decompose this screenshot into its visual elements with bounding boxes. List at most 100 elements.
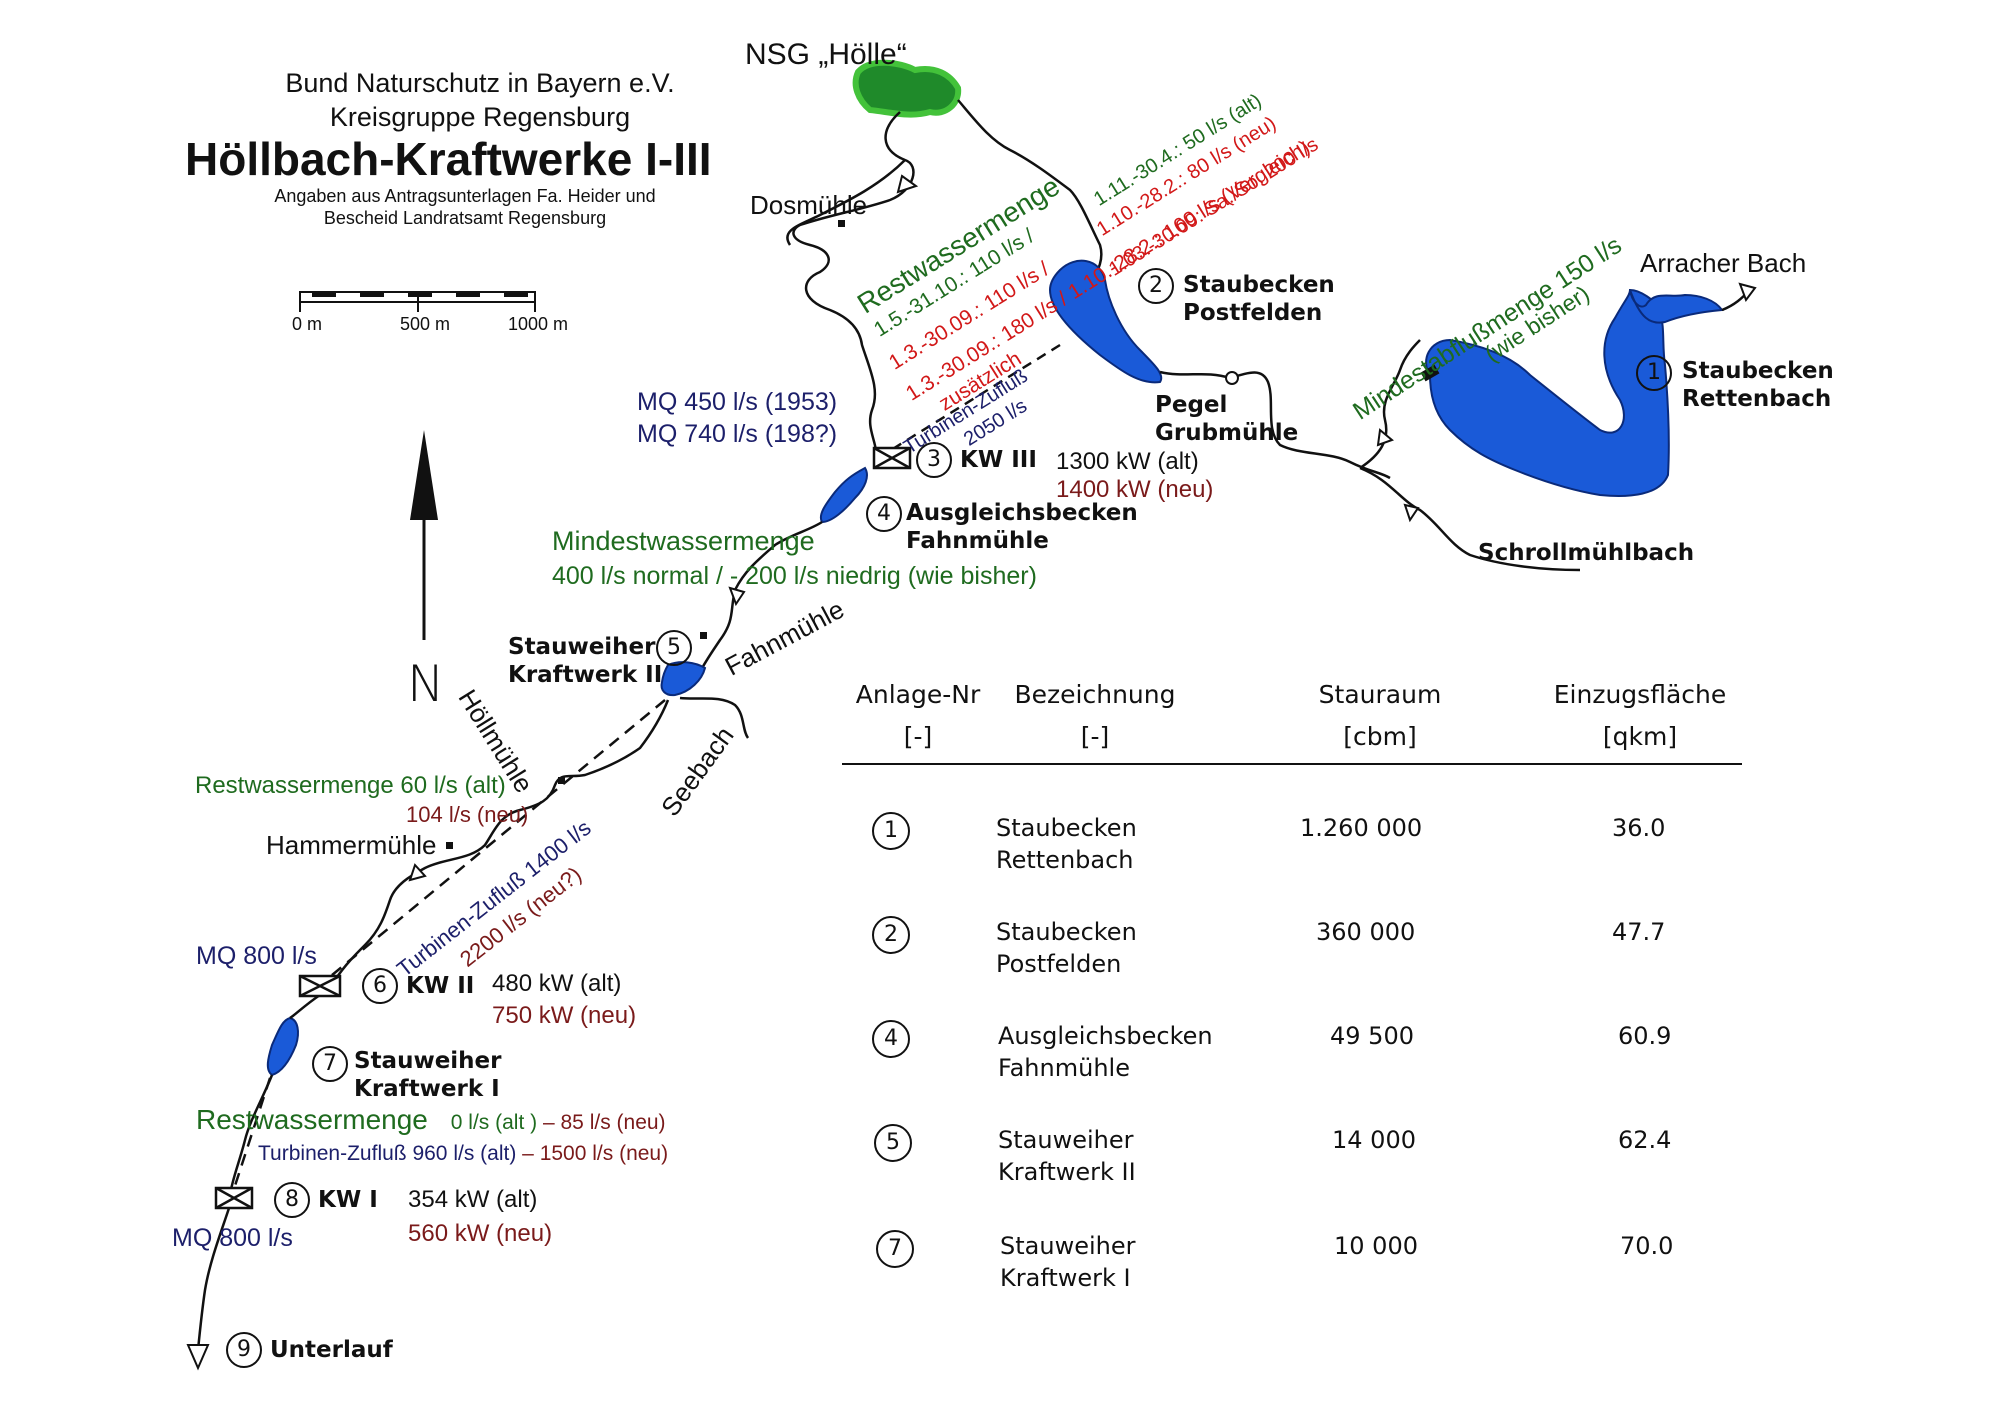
row-bezeichnung-1: Stauweiher xyxy=(1000,1232,1136,1260)
kw1-symbol xyxy=(214,1186,254,1210)
turbinen-kw1-sep: – xyxy=(516,1142,540,1165)
station-number: 4 xyxy=(866,496,902,532)
table-row: 7 xyxy=(876,1230,922,1268)
restwasser-mid-line2: 104 l/s (neu) xyxy=(406,802,529,827)
stauweiher-kw2-water xyxy=(660,661,707,697)
river-seebach xyxy=(679,696,750,739)
mq-kw2: MQ 800 l/s xyxy=(196,942,317,970)
pegel-label: Pegel xyxy=(1155,392,1228,418)
row-bezeichnung-1: Staubecken xyxy=(996,918,1137,946)
station-number: 8 xyxy=(274,1182,310,1218)
dosmuehle-label: Dosmühle xyxy=(750,190,868,220)
station-2-line2: Postfelden xyxy=(1183,300,1323,326)
turbine-line-kw1 xyxy=(230,1077,272,1196)
river-unterlauf xyxy=(196,1204,232,1351)
station-2: 2 xyxy=(1138,268,1182,304)
river-grubmuehle xyxy=(1159,370,1391,480)
station-4-line1: Ausgleichsbecken xyxy=(906,500,1138,526)
staubecken-rettenbach-water-north xyxy=(1629,289,1724,324)
station-8-name: KW I xyxy=(318,1187,378,1213)
staubecken-postfelden-water xyxy=(1048,259,1163,384)
col-header-bezeichnung: Bezeichnung xyxy=(1014,680,1176,709)
row-bezeichnung-2: Postfelden xyxy=(996,950,1122,978)
river-lower-middle xyxy=(333,699,670,981)
row-bezeichnung-2: Kraftwerk II xyxy=(998,1158,1136,1186)
dam-rettenbach xyxy=(1420,364,1440,382)
row-nr: 1 xyxy=(872,812,910,850)
station-6-neu: 750 kW (neu) xyxy=(492,1002,637,1029)
flow-arrow-5 xyxy=(1403,503,1420,523)
scale-label-1000: 1000 m xyxy=(508,314,569,334)
turbine-line-kw2 xyxy=(319,699,666,986)
staubecken-rettenbach-water xyxy=(1425,288,1670,497)
schrollmuehlbach-label: Schrollmühlbach xyxy=(1478,540,1695,566)
restwasser-mid-line1: Restwassermenge 60 l/s (alt) xyxy=(195,772,506,799)
arracher-bach-label: Arracher Bach xyxy=(1640,248,1807,278)
restwasser-low-sep: – xyxy=(537,1111,561,1134)
mindestwasser-line2: 400 l/s normal / - 200 l/s niedrig (wie … xyxy=(552,562,1037,590)
nsg-hoelle-area xyxy=(852,59,962,118)
station-3-name: KW III xyxy=(960,447,1037,473)
station-number: 2 xyxy=(1138,268,1174,304)
row-nr: 2 xyxy=(872,916,910,954)
restwasser-low-neu: 85 l/s (neu) xyxy=(560,1111,666,1134)
mindestwasser-line1: Mindestwassermenge xyxy=(552,526,815,556)
north-label: N xyxy=(407,655,445,713)
station-9-name: Unterlauf xyxy=(270,1337,393,1363)
flow-arrow-6 xyxy=(1738,282,1757,303)
pegel-marker xyxy=(1225,371,1239,385)
table-row: 4 xyxy=(872,1020,918,1058)
station-number: 9 xyxy=(226,1332,262,1368)
row-nr: 4 xyxy=(872,1020,910,1058)
org-name: Bund Naturschutz in Bayern e.V. xyxy=(285,68,675,98)
turbinen-kw1-alt: Turbinen-Zufluß 960 l/s (alt) xyxy=(258,1142,517,1165)
source-line-2: Bescheid Landratsamt Regensburg xyxy=(323,208,607,228)
hoellmuehle-marker xyxy=(558,777,565,784)
station-number: 3 xyxy=(916,442,952,478)
table-row: 2 xyxy=(872,916,918,954)
fahnmuehle-marker xyxy=(700,632,707,639)
turbinen-kw1: Turbinen-Zufluß 960 l/s (alt) – 1500 l/s… xyxy=(258,1142,668,1166)
river-schrollmuehlbach xyxy=(1359,466,1581,572)
turbine-line-kw3 xyxy=(874,343,1061,462)
kw2-symbol xyxy=(298,974,342,998)
station-1-line1: Staubecken xyxy=(1682,358,1834,384)
kw3-symbol xyxy=(872,446,912,470)
row-bezeichnung-2: Rettenbach xyxy=(996,846,1134,874)
row-stauraum: 360 000 xyxy=(1316,918,1416,946)
north-arrow-icon xyxy=(410,430,438,640)
restwasser-low-alt: 0 l/s (alt ) xyxy=(450,1111,538,1134)
ausgleichsbecken-water xyxy=(819,466,868,524)
river-upper xyxy=(792,111,915,461)
row-nr: 5 xyxy=(874,1124,912,1162)
restwasser-low-heading: Restwassermenge xyxy=(196,1104,428,1135)
turbinen-kw1-neu: 1500 l/s (neu) xyxy=(539,1142,669,1165)
station-3: 3 KW III xyxy=(916,442,1037,478)
row-stauraum: 49 500 xyxy=(1330,1022,1414,1050)
station-7: 7 xyxy=(312,1046,356,1082)
row-flaeche: 47.7 xyxy=(1612,918,1666,946)
hammermuehle-label: Hammermühle xyxy=(266,830,437,860)
river-rettenbach xyxy=(1359,339,1421,470)
stauweiher-kw1-water xyxy=(266,1016,299,1077)
station-3-neu: 1400 kW (neu) xyxy=(1056,476,1214,503)
mq-kw1: MQ 800 l/s xyxy=(172,1224,293,1252)
station-1-line2: Rettenbach xyxy=(1682,386,1832,412)
nsg-label: NSG „Hölle“ xyxy=(745,38,907,71)
col-unit-bezeichnung: [-] xyxy=(1080,722,1110,751)
row-stauraum: 10 000 xyxy=(1334,1232,1418,1260)
col-unit-einzugsflaeche: [qkm] xyxy=(1602,722,1678,751)
col-unit-anlage: [-] xyxy=(903,722,933,751)
row-stauraum: 1.260 000 xyxy=(1300,814,1423,842)
dosmuehle-marker xyxy=(838,220,845,227)
row-bezeichnung-1: Stauweiher xyxy=(998,1126,1134,1154)
restwasser-low: Restwassermenge 0 l/s (alt ) – 85 l/s (n… xyxy=(196,1104,666,1136)
page-title: Höllbach-Kraftwerke I-III xyxy=(185,133,712,185)
station-number: 5 xyxy=(656,630,692,666)
station-number: 6 xyxy=(362,968,398,1004)
station-5-line1: Stauweiher xyxy=(508,634,656,660)
river-nsg-east xyxy=(957,99,1103,286)
row-bezeichnung-2: Fahnmühle xyxy=(998,1054,1130,1082)
row-flaeche: 62.4 xyxy=(1618,1126,1672,1154)
